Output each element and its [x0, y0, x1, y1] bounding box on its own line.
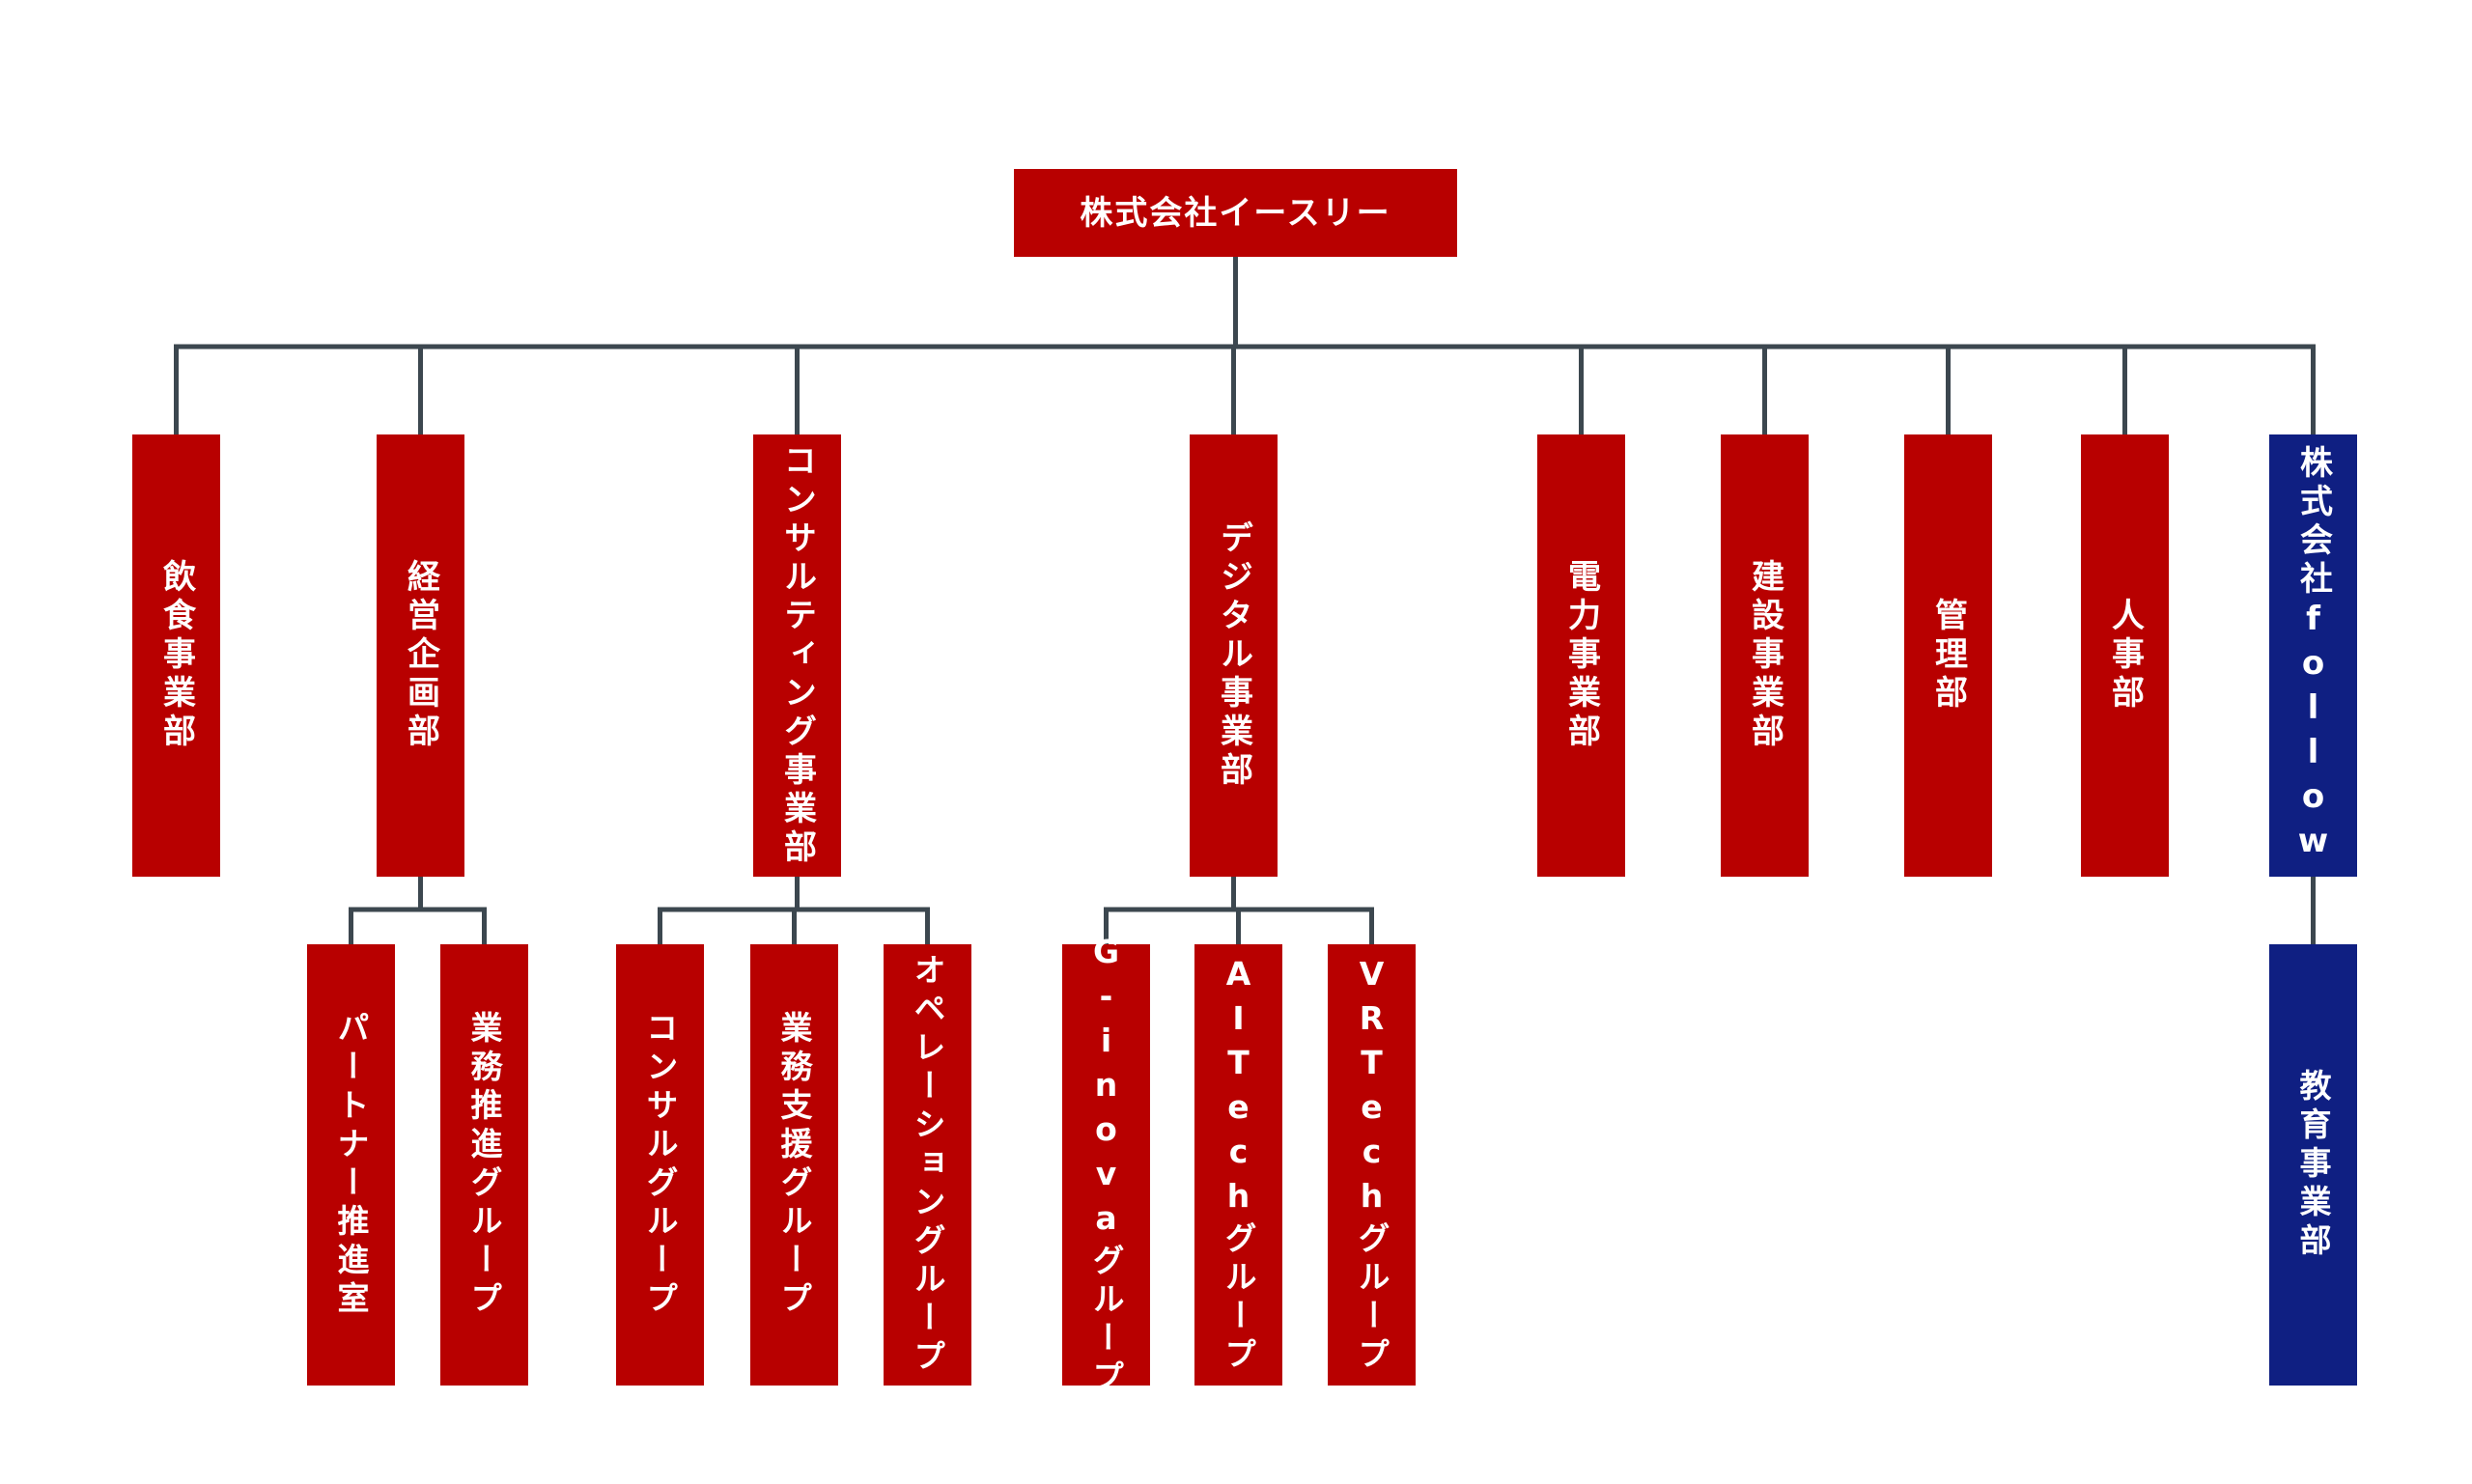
- group-label: コンサルグループ: [641, 1010, 679, 1320]
- root-company-label: 株式会社イースリー: [1080, 193, 1391, 233]
- group-box-business-support: 業務支援グループ: [750, 944, 838, 1386]
- group-box-consul: コンサルグループ: [616, 944, 704, 1386]
- dept-box-food: 飲食事業部: [132, 434, 220, 877]
- group-label: G-inovaグループ: [1087, 932, 1125, 1398]
- dept-box-consulting: コンサルティング事業部: [753, 434, 841, 877]
- group-box-ai-tech: AITechグループ: [1194, 944, 1282, 1386]
- dept-box-construction: 建設事業部: [1721, 434, 1809, 877]
- group-label: オペレーショングループ: [909, 952, 946, 1378]
- group-box-partner-promotion: パートナー推進室: [307, 944, 395, 1386]
- dept-label: 管理部: [1928, 598, 1968, 714]
- dept-label: 人事部: [2105, 598, 2145, 714]
- group-label: 業務推進グループ: [465, 1010, 503, 1320]
- dept-label: コンサルティング事業部: [777, 443, 817, 868]
- group-label: 業務支援グループ: [775, 1010, 813, 1320]
- group-box-operation: オペレーショングループ: [884, 944, 971, 1386]
- root-company-box: 株式会社イースリー: [1014, 169, 1457, 257]
- group-box-business-promotion: 業務推進グループ: [440, 944, 528, 1386]
- dept-box-administration: 管理部: [1904, 434, 1992, 877]
- dept-box-power: 電力事業部: [1537, 434, 1625, 877]
- dept-label: 建設事業部: [1745, 559, 1784, 752]
- group-box-g-inova: G-inovaグループ: [1062, 933, 1150, 1398]
- group-box-vr-tech: VRTechグループ: [1328, 944, 1416, 1386]
- dept-box-digital: デジタル事業部: [1190, 434, 1278, 877]
- group-box-education: 教育事業部: [2269, 944, 2357, 1386]
- dept-label: 株式会社follow: [2293, 445, 2333, 866]
- dept-label: 電力事業部: [1561, 559, 1601, 752]
- dept-box-follow-company: 株式会社follow: [2269, 434, 2357, 877]
- dept-label: 飲食事業部: [156, 559, 196, 752]
- dept-box-hr: 人事部: [2081, 434, 2169, 877]
- dept-label: デジタル事業部: [1214, 520, 1253, 791]
- group-label: AITechグループ: [1220, 954, 1257, 1376]
- group-label: 教育事業部: [2294, 1068, 2332, 1262]
- dept-box-planning: 経営企画部: [377, 434, 464, 877]
- dept-label: 経営企画部: [401, 559, 440, 752]
- group-label: VRTechグループ: [1353, 954, 1390, 1376]
- group-label: パートナー推進室: [332, 1010, 370, 1320]
